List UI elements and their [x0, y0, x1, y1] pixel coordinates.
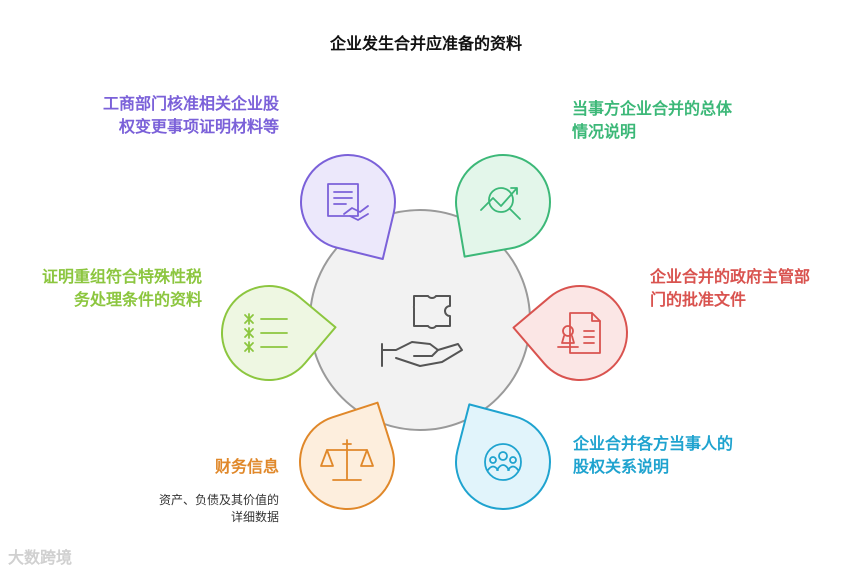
- node-financial-info: [299, 401, 395, 510]
- balance-scale-icon: [320, 439, 374, 481]
- note-line: 资产、负债及其价值的: [158, 493, 279, 507]
- watermark: 大数跨境: [8, 548, 73, 567]
- financial-note: 资产、负债及其价值的 详细数据: [159, 492, 279, 526]
- label-line: 工商部门核准相关企业股: [102, 94, 279, 113]
- node-business-registration: [300, 154, 396, 260]
- label-line: 企业合并各方当事人的: [573, 434, 734, 453]
- puzzle-hand-icon: [381, 295, 463, 367]
- analysis-magnifier-icon: [480, 187, 521, 220]
- label-equity-relationship: 企业合并各方当事人的 股权关系说明: [573, 432, 733, 478]
- label-merger-overview: 当事方企业合并的总体 情况说明: [572, 97, 732, 143]
- label-line: 当事方企业合并的总体: [572, 99, 733, 118]
- node-government-approval: [512, 285, 628, 381]
- label-line: 证明重组符合特殊性税: [41, 267, 202, 286]
- stamped-document-icon: [557, 312, 601, 354]
- node-merger-overview: [455, 154, 551, 258]
- label-line: 门的批准文件: [650, 290, 747, 309]
- label-line: 情况说明: [572, 122, 637, 141]
- note-line: 详细数据: [230, 510, 279, 524]
- label-line: 企业合并的政府主管部: [650, 267, 811, 286]
- label-financial-info: 财务信息: [215, 455, 279, 478]
- checklist-icon: [244, 313, 288, 353]
- petal-equity-relationship: [455, 403, 551, 510]
- node-tax-proof: [221, 285, 337, 381]
- label-government-approval: 企业合并的政府主管部 门的批准文件: [650, 265, 810, 311]
- label-business-registration: 工商部门核准相关企业股 权变更事项证明材料等: [103, 92, 279, 138]
- document-handshake-icon: [327, 183, 369, 221]
- label-line: 权变更事项证明材料等: [118, 117, 279, 136]
- label-line: 股权关系说明: [573, 457, 670, 476]
- label-line: 财务信息: [214, 457, 279, 476]
- label-tax-proof: 证明重组符合特殊性税 务处理条件的资料: [42, 265, 202, 311]
- node-equity-relationship: [455, 403, 551, 510]
- petal-business-registration: [300, 154, 396, 260]
- diagram-title: 企业发生合并应准备的资料: [329, 34, 522, 53]
- people-group-icon: [484, 443, 522, 481]
- label-line: 务处理条件的资料: [73, 290, 202, 309]
- petal-merger-overview: [455, 154, 551, 258]
